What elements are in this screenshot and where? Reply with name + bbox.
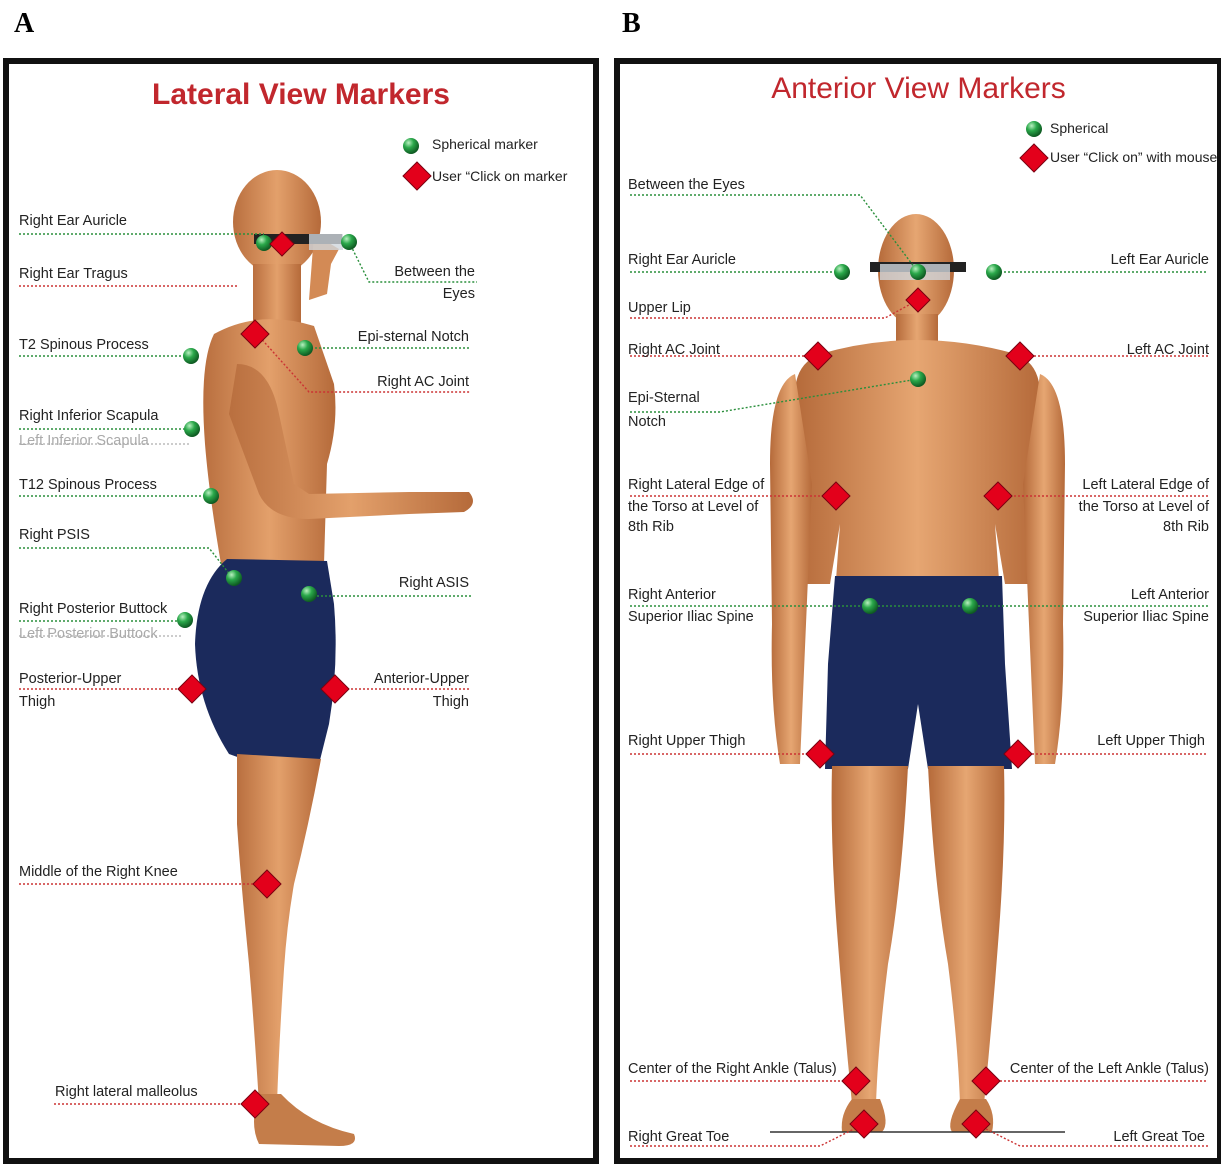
label-left-lateral-1: Left Lateral Edge of <box>1082 474 1209 496</box>
label-left-great-toe: Left Great Toe <box>1113 1126 1205 1148</box>
label-left-ac: Left AC Joint <box>1127 339 1209 361</box>
label-left-upper-thigh: Left Upper Thigh <box>1097 730 1205 752</box>
legend-sphere-icon-b <box>1026 121 1042 137</box>
label-anterior-upper-thigh-1: Anterior-Upper <box>374 668 469 690</box>
lateral-view-title: Lateral View Markers <box>9 78 593 112</box>
label-right-lateral-1: Right Lateral Edge of <box>628 474 764 496</box>
label-right-ear-b: Right Ear Auricle <box>628 249 736 271</box>
right-asis-marker <box>301 586 317 602</box>
label-left-asis-2: Superior Iliac Spine <box>1083 606 1209 628</box>
label-right-inferior-scapula: Right Inferior Scapula <box>19 405 158 427</box>
label-posterior-upper-thigh-1: Posterior-Upper <box>19 668 121 690</box>
legend-click-label-b: User “Click on” with mouse <box>1050 149 1217 165</box>
label-right-ear-tragus: Right Ear Tragus <box>19 263 128 285</box>
label-left-ear: Left Ear Auricle <box>1111 249 1209 271</box>
label-posterior-upper-thigh-2: Thigh <box>19 691 55 713</box>
inferior-scapula-marker <box>184 421 200 437</box>
label-upper-lip: Upper Lip <box>628 297 691 319</box>
label-right-ac-joint: Right AC Joint <box>377 371 469 393</box>
right-asis-marker-b <box>862 598 878 614</box>
panel-b-letter: B <box>622 8 641 40</box>
label-left-inferior-scapula: Left Inferior Scapula <box>19 430 149 452</box>
label-epi-sternal-b-1: Epi-Sternal <box>628 387 700 409</box>
epi-sternal-marker-b <box>910 371 926 387</box>
between-eyes-marker-b <box>910 264 926 280</box>
left-asis-marker <box>962 598 978 614</box>
left-ear-marker <box>986 264 1002 280</box>
label-anterior-upper-thigh-2: Thigh <box>433 691 469 713</box>
between-eyes-marker <box>341 234 357 250</box>
label-right-psis: Right PSIS <box>19 524 90 546</box>
label-right-upper-thigh: Right Upper Thigh <box>628 730 745 752</box>
right-ear-auricle-marker <box>256 235 272 251</box>
label-epi-sternal: Epi-sternal Notch <box>358 326 469 348</box>
label-left-lateral-2: the Torso at Level of <box>1079 496 1209 518</box>
right-ear-marker <box>834 264 850 280</box>
label-between-eyes-1: Between the <box>394 261 475 283</box>
t2-spinous-marker <box>183 348 199 364</box>
label-left-posterior-buttock: Left Posterior Buttock <box>19 623 158 645</box>
label-right-asis: Right ASIS <box>399 572 469 594</box>
anterior-view-panel: Anterior View Markers Spherical User “Cl… <box>614 58 1221 1164</box>
label-left-ankle: Center of the Left Ankle (Talus) <box>1010 1058 1209 1080</box>
legend-diamond-icon-b <box>1020 144 1048 172</box>
lateral-body-silhouette <box>195 170 473 1146</box>
legend-sphere-icon <box>403 138 419 154</box>
label-right-great-toe: Right Great Toe <box>628 1126 729 1148</box>
label-left-asis-1: Left Anterior <box>1131 584 1209 606</box>
label-right-posterior-buttock: Right Posterior Buttock <box>19 598 167 620</box>
label-left-lateral-3: 8th Rib <box>1163 516 1209 538</box>
legend-spherical-label-b: Spherical <box>1050 120 1108 136</box>
epi-sternal-marker <box>297 340 313 356</box>
label-right-ac-b: Right AC Joint <box>628 339 720 361</box>
label-epi-sternal-b-2: Notch <box>628 411 666 433</box>
label-right-asis-b-1: Right Anterior <box>628 584 716 606</box>
label-between-eyes-b: Between the Eyes <box>628 174 745 196</box>
legend-diamond-icon <box>403 162 431 190</box>
label-right-asis-b-2: Superior Iliac Spine <box>628 606 754 628</box>
label-right-knee: Middle of the Right Knee <box>19 861 178 883</box>
label-right-lateral-2: the Torso at Level of <box>628 496 758 518</box>
panel-a-letter: A <box>14 8 34 40</box>
label-t12-spinous: T12 Spinous Process <box>19 474 157 496</box>
anterior-view-title: Anterior View Markers <box>620 72 1217 106</box>
lateral-view-panel: Lateral View Markers Spherical marker Us… <box>3 58 599 1164</box>
label-right-ankle: Center of the Right Ankle (Talus) <box>628 1058 837 1080</box>
right-psis-marker <box>226 570 242 586</box>
t12-spinous-marker <box>203 488 219 504</box>
legend-spherical-label: Spherical marker <box>432 136 538 152</box>
label-between-eyes-2: Eyes <box>443 283 475 305</box>
posterior-buttock-marker <box>177 612 193 628</box>
label-right-lateral-3: 8th Rib <box>628 516 674 538</box>
label-right-lateral-malleolus: Right lateral malleolus <box>55 1081 198 1103</box>
legend-click-label: User “Click on marker <box>432 168 567 184</box>
label-right-ear-auricle: Right Ear Auricle <box>19 210 127 232</box>
label-t2-spinous: T2 Spinous Process <box>19 334 149 356</box>
